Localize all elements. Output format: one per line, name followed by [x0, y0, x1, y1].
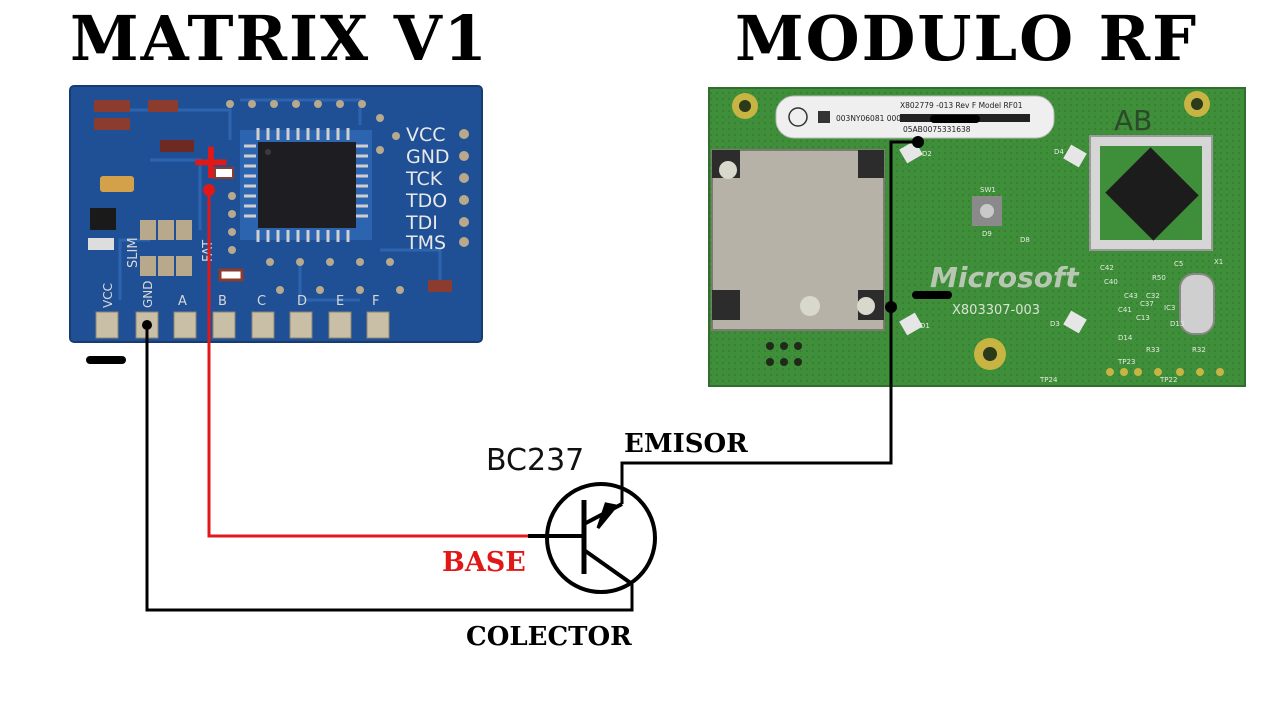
rf-module-title: MODULO RF: [735, 2, 1199, 75]
emitter-label: EMISOR: [624, 429, 748, 459]
gnd-connection-point: [142, 320, 152, 330]
silk-ic3: IC3: [1164, 304, 1175, 312]
rf-shield: [711, 149, 885, 331]
pin-label-tdi: TDI: [405, 212, 438, 234]
microsoft-logo: Microsoft: [930, 261, 1080, 294]
minus-sign-left: [86, 356, 126, 364]
collector-wire: [145, 325, 634, 612]
sticker-line2: 003NY06081 0000: [836, 114, 906, 123]
bottom-label-vcc: VCC: [101, 283, 115, 308]
silk-tp24: TP24: [1039, 376, 1058, 384]
pin-label-gnd: GND: [406, 146, 450, 168]
matrix-title: MATRIX V1: [70, 2, 489, 75]
silk-d9: D9: [982, 230, 992, 238]
silk-tp23: TP23: [1117, 358, 1135, 366]
silk-r32: R32: [1192, 346, 1206, 354]
silk-c43: C43: [1124, 292, 1138, 300]
silk-sw1: SW1: [980, 186, 996, 194]
bottom-label-d: D: [297, 294, 307, 309]
base-connection-point: [203, 184, 215, 196]
base-label: BASE: [442, 547, 526, 578]
silk-c40: C40: [1104, 278, 1118, 286]
emitter-arrow: [596, 502, 619, 529]
silk-r33: R33: [1146, 346, 1160, 354]
silk-d8: D8: [1020, 236, 1030, 244]
minus-sign-rf-mid: [912, 291, 952, 299]
silk-d1: D1: [920, 322, 930, 330]
silk-d2: D2: [922, 150, 932, 158]
rf-chip: AB: [1089, 104, 1213, 251]
silk-c5: C5: [1174, 260, 1183, 268]
minus-sign-rf-top: [930, 115, 980, 123]
sticker-line1: X802779 -013 Rev F Model RF01: [900, 101, 1023, 110]
silk-c32: C32: [1146, 292, 1160, 300]
bottom-label-gnd: GND: [141, 280, 155, 308]
pin-label-tms: TMS: [405, 232, 446, 254]
base-wire: [207, 190, 528, 538]
silk-x1: X1: [1214, 258, 1223, 266]
transistor-model-label: BC237: [486, 443, 584, 478]
barcode-text: 05AB0075331638: [903, 125, 971, 134]
rf-mid-connection-point: [885, 301, 897, 313]
pin-label-tdo: TDO: [405, 190, 447, 212]
bottom-pads: [95, 311, 390, 339]
bc237-transistor-symbol: [528, 482, 657, 594]
collector-label: COLECTOR: [466, 622, 632, 652]
bottom-label-e: E: [336, 294, 344, 309]
matrix-board: VCC GND TCK TDO TDI TMS SLIM FAT VCC GND…: [69, 85, 483, 343]
silk-c37: C37: [1140, 300, 1154, 308]
bottom-label-f: F: [372, 294, 379, 309]
rf-sticker: X802779 -013 Rev F Model RF01 003NY06081…: [775, 95, 1055, 139]
pin-label-vcc: VCC: [406, 124, 446, 146]
rf-top-connection-point: [912, 136, 924, 148]
rf-module-board: X802779 -013 Rev F Model RF01 003NY06081…: [708, 87, 1246, 387]
silk-d4: D4: [1054, 148, 1064, 156]
silk-d14: D14: [1118, 334, 1133, 342]
bottom-label-b: B: [218, 294, 227, 309]
silk-d3: D3: [1050, 320, 1060, 328]
bottom-label-a: A: [178, 294, 187, 309]
part-number: X803307-003: [952, 303, 1040, 318]
plus-sign: +: [190, 132, 232, 190]
slim-label: SLIM: [126, 237, 141, 268]
chip-label: AB: [1114, 104, 1152, 137]
silk-c41: C41: [1118, 306, 1132, 314]
pin-label-tck: TCK: [405, 168, 443, 190]
bottom-label-c: C: [257, 294, 266, 309]
silk-c42: C42: [1100, 264, 1114, 272]
silk-d13: D13: [1170, 320, 1184, 328]
cpld-chip: [240, 128, 372, 242]
silk-tp22: TP22: [1159, 376, 1177, 384]
silk-c13: C13: [1136, 314, 1150, 322]
silk-r50: R50: [1152, 274, 1166, 282]
